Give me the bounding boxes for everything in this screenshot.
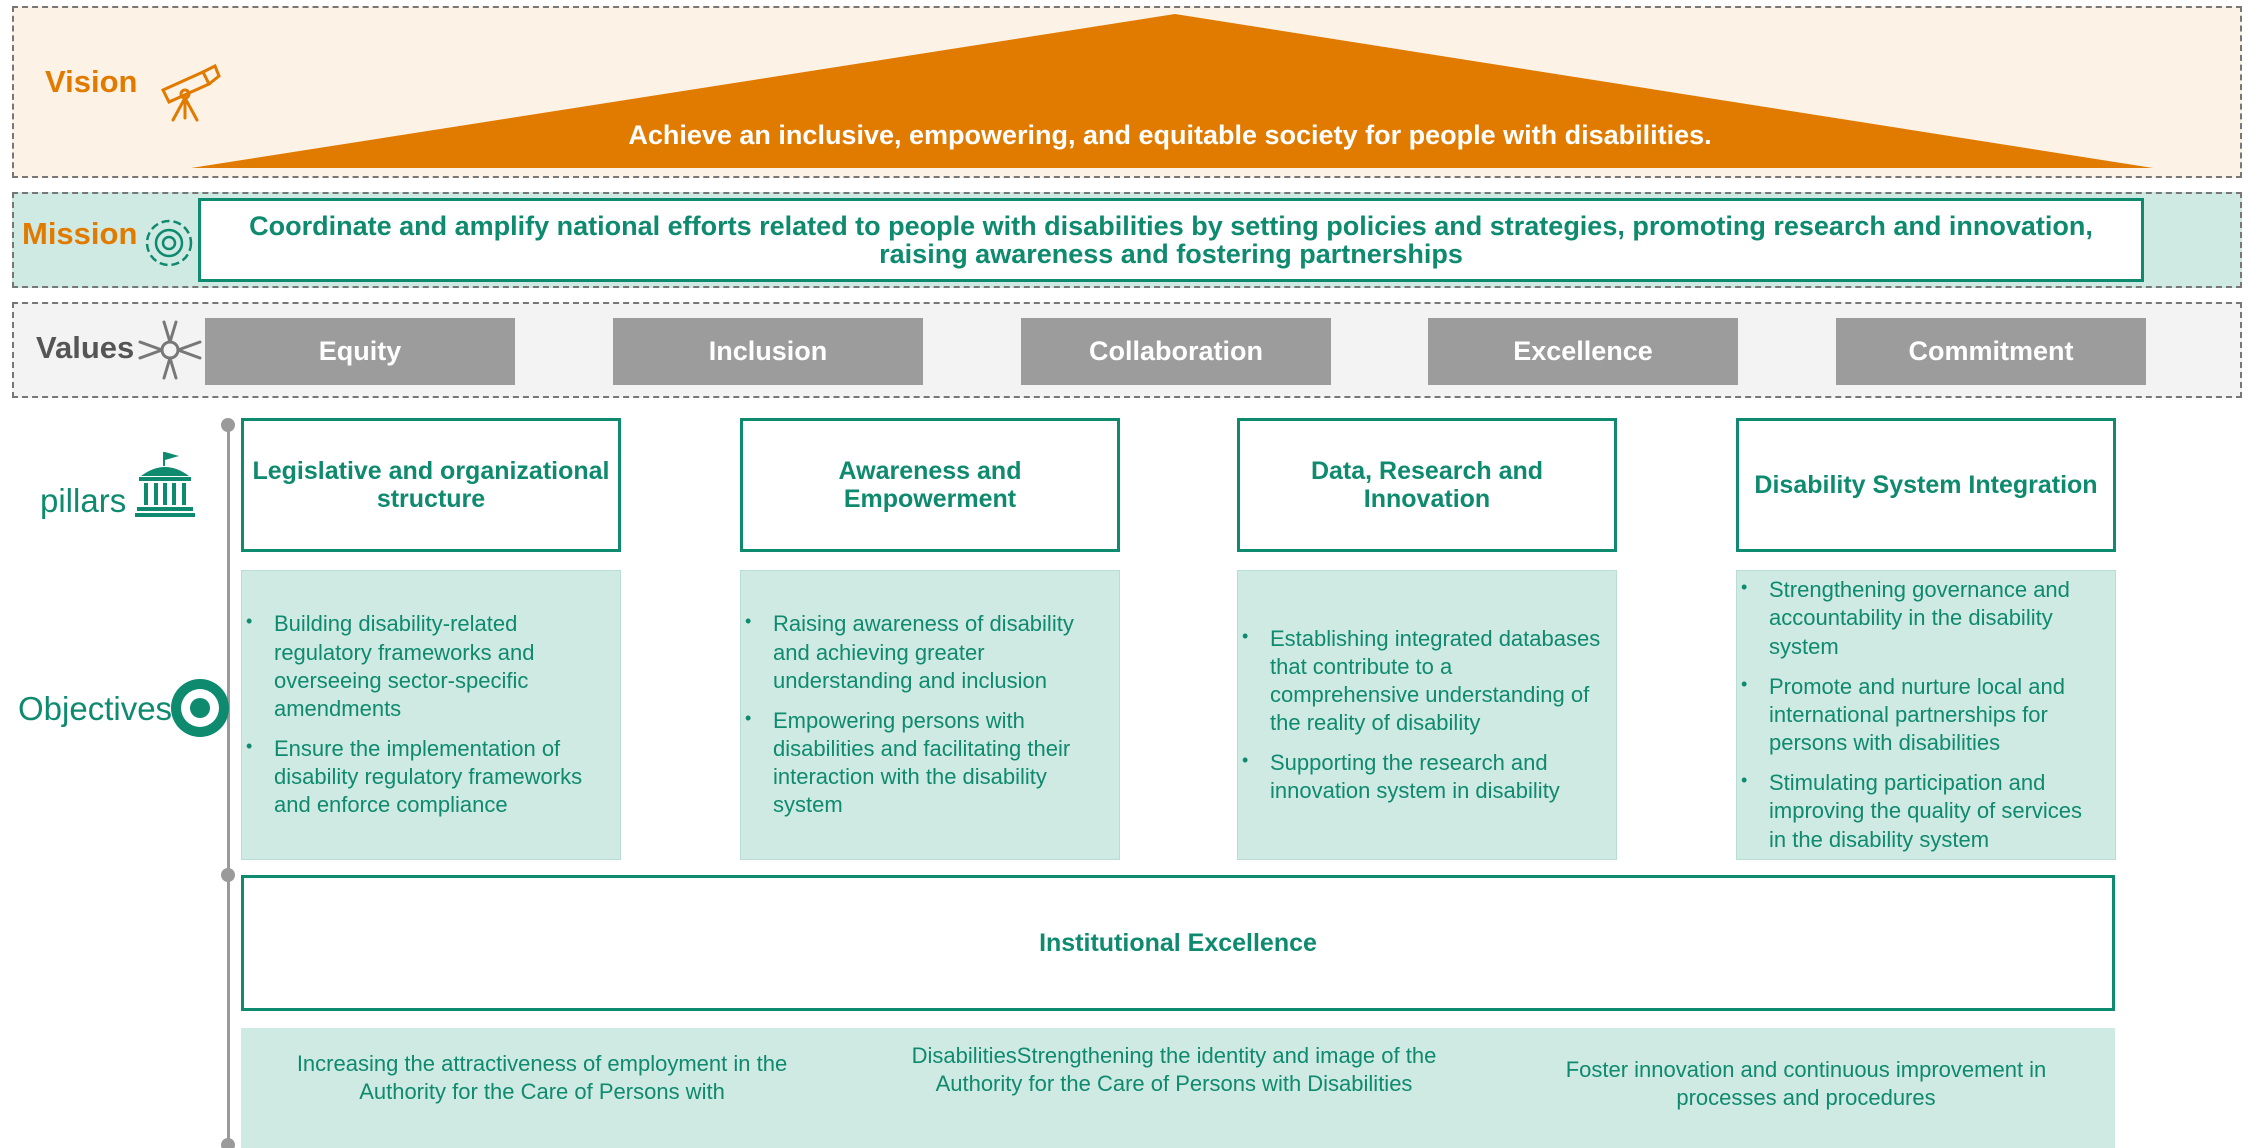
pillar-data-research: Data, Research and Innovation [1237,418,1617,552]
objectives-system-integration: Strengthening governance and accountabil… [1736,570,2116,860]
objectives-legislative: Building disability-related regulatory f… [241,570,621,860]
gear-target-icon [145,219,193,267]
timeline-rail [227,425,230,1148]
value-equity: Equity [205,318,515,385]
rail-dot [221,868,235,882]
pillar-legislative: Legislative and organizational structure [241,418,621,552]
objectives-awareness: Raising awareness of disability and achi… [740,570,1120,860]
objective-item: Stimulating participation and improving … [1739,769,2103,853]
institutional-objective: DisabilitiesStrengthening the identity a… [911,1043,1437,1097]
vision-label: Vision [45,64,138,99]
target-icon [171,679,229,737]
objective-item: Promote and nurture local and internatio… [1739,673,2103,757]
objectives-label: Objectives [18,690,173,727]
pillars-label: pillars [40,482,127,519]
objective-item: Raising awareness of disability and achi… [743,610,1107,694]
pillar-awareness: Awareness and Empowerment [740,418,1120,552]
values-label: Values [36,330,135,365]
joined-hands-icon [138,320,202,380]
institutional-objective: Increasing the attractiveness of employm… [296,1051,788,1105]
rail-dot [221,1138,235,1148]
objective-item: Building disability-related regulatory f… [244,610,608,723]
value-inclusion: Inclusion [613,318,923,385]
objective-item: Empowering persons with disabilities and… [743,707,1107,820]
value-commitment: Commitment [1836,318,2146,385]
objective-item: Supporting the research and innovation s… [1240,749,1604,805]
mission-statement: Coordinate and amplify national efforts … [198,198,2144,282]
government-building-icon [135,452,195,517]
vision-roof-shape [191,14,2153,168]
institutional-excellence-title: Institutional Excellence [241,875,2115,1011]
institutional-objective: Foster innovation and continuous improve… [1565,1057,2047,1111]
mission-label: Mission [22,216,138,251]
pillar-system-integration: Disability System Integration [1736,418,2116,552]
value-collaboration: Collaboration [1021,318,1331,385]
objectives-data-research: Establishing integrated databases that c… [1237,570,1617,860]
value-excellence: Excellence [1428,318,1738,385]
rail-dot [221,418,235,432]
institutional-objectives [241,1028,2115,1148]
objective-item: Establishing integrated databases that c… [1240,625,1604,738]
objective-item: Ensure the implementation of disability … [244,735,608,819]
objective-item: Strengthening governance and accountabil… [1739,576,2103,660]
telescope-icon [160,63,221,122]
vision-statement: Achieve an inclusive, empowering, and eq… [628,120,1712,150]
